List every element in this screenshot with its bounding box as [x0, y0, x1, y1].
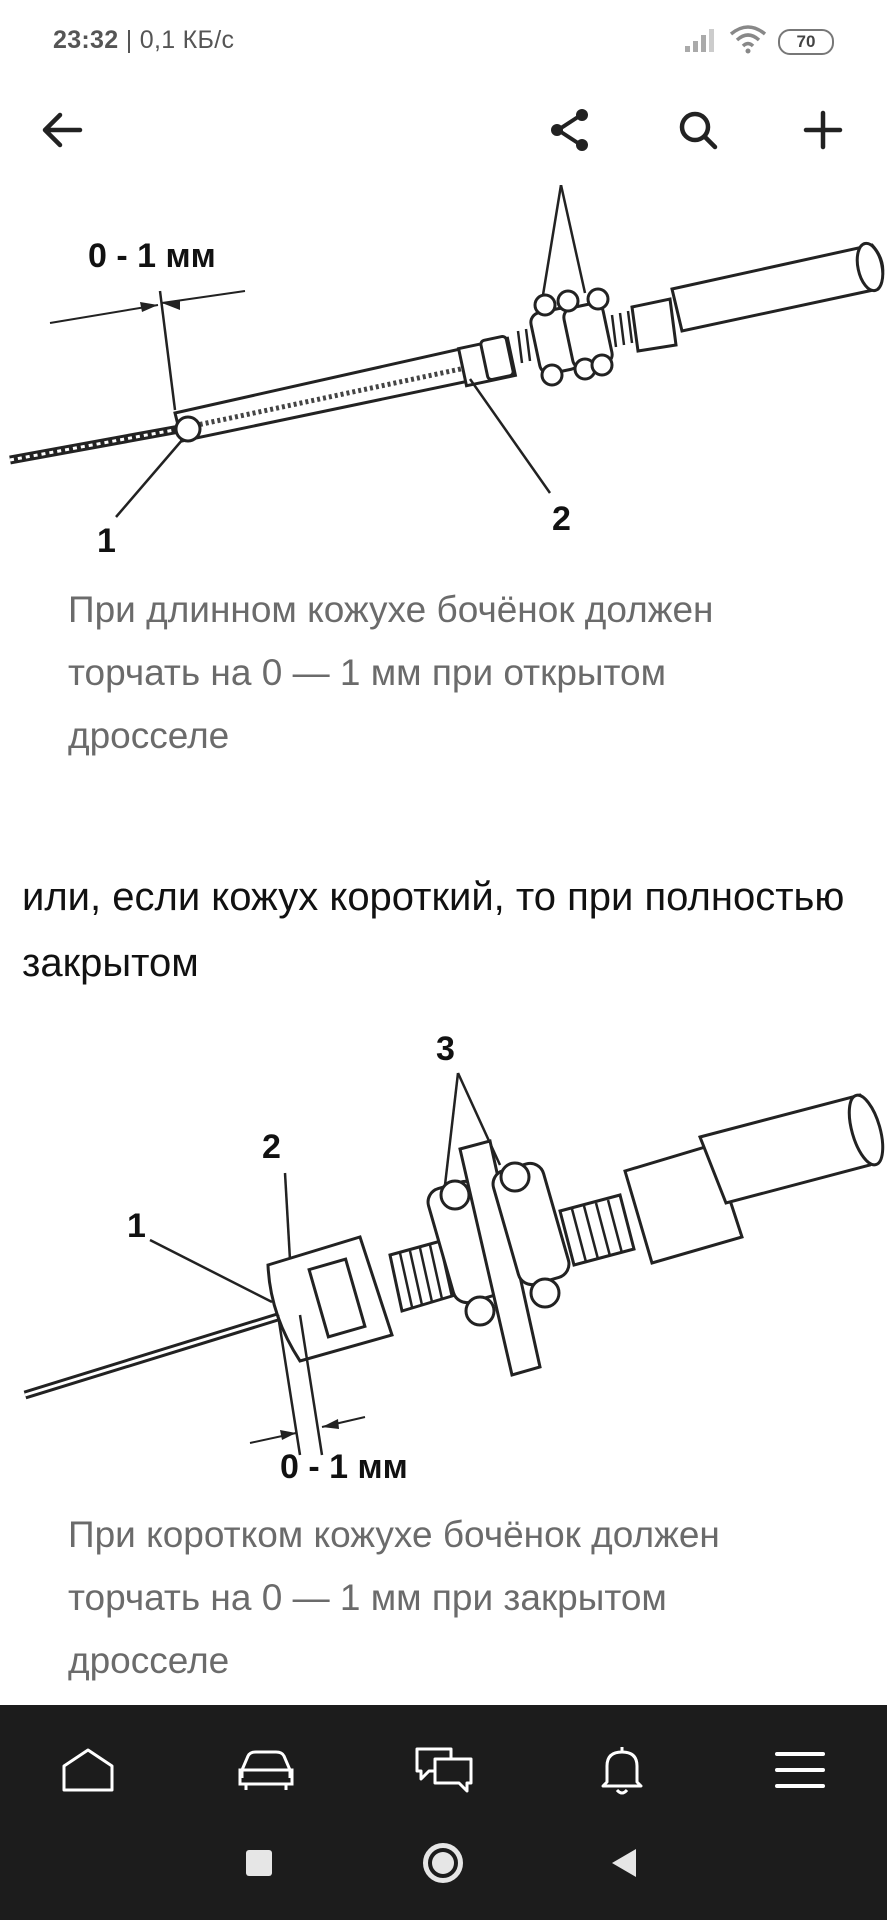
share-button[interactable]	[538, 98, 602, 162]
diagram-short-housing: 3 2 1	[0, 1015, 887, 1490]
back-triangle-icon	[612, 1849, 636, 1877]
status-time: 23:32	[53, 26, 119, 54]
nav-messages-button[interactable]	[399, 1725, 489, 1815]
signal-icon	[683, 26, 719, 59]
callout-1: 1	[97, 522, 116, 560]
callout-2: 2	[262, 1128, 281, 1166]
recents-square-icon	[246, 1850, 272, 1876]
nav-garage-button[interactable]	[221, 1725, 311, 1815]
home-circle-icon	[423, 1843, 463, 1883]
nav-notifications-button[interactable]	[577, 1725, 667, 1815]
messages-icon	[415, 1747, 473, 1793]
callout-2: 2	[552, 500, 571, 538]
caption-long-housing: При длинном кожухе бочёнок должен торчат…	[68, 589, 714, 756]
callout-3: 3	[436, 1030, 455, 1068]
plus-icon	[803, 110, 843, 150]
dimension-label: 0 - 1 мм	[280, 1448, 408, 1486]
bell-icon	[601, 1747, 643, 1795]
callout-1: 1	[127, 1207, 146, 1245]
system-home-button[interactable]	[403, 1823, 483, 1903]
share-icon	[551, 109, 588, 151]
system-back-button[interactable]	[584, 1823, 664, 1903]
search-icon	[679, 111, 718, 150]
home-icon	[62, 1748, 114, 1792]
add-button[interactable]	[791, 98, 855, 162]
network-speed: | 0,1 КБ/с	[125, 26, 235, 54]
dimension-label: 0 - 1 мм	[88, 237, 216, 275]
car-icon	[238, 1750, 294, 1790]
search-button[interactable]	[666, 98, 730, 162]
diagram-long-housing: 0 - 1 мм	[0, 184, 887, 570]
wifi-icon	[728, 24, 768, 59]
caption-short-housing: При коротком кожухе бочёнок должен торча…	[68, 1514, 720, 1681]
nav-home-button[interactable]	[43, 1725, 133, 1815]
bottom-navigation	[0, 1705, 887, 1920]
arrow-left-icon	[42, 112, 83, 148]
battery-indicator: 70	[778, 29, 834, 55]
system-recents-button[interactable]	[219, 1823, 299, 1903]
body-paragraph: или, если кожух короткий, то при полност…	[22, 875, 845, 985]
back-button[interactable]	[30, 98, 94, 162]
status-bar: 23:32 | 0,1 КБ/с	[53, 26, 234, 55]
nav-menu-button[interactable]	[755, 1725, 845, 1815]
menu-icon	[775, 1752, 825, 1788]
